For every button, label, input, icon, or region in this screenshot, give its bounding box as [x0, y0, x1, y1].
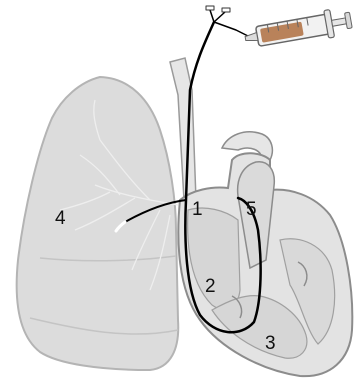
syringe-plunger	[332, 18, 347, 26]
syringe-icon	[243, 6, 353, 52]
label-1: 1	[192, 199, 203, 220]
catheter-lumen-a	[210, 10, 214, 22]
catheter-cap-b	[222, 8, 230, 12]
lung	[17, 77, 179, 370]
catheter-lumen-b	[214, 12, 225, 22]
label-2: 2	[205, 276, 216, 297]
catheter-lumen-c	[214, 22, 248, 36]
catheter-cap-a	[206, 6, 214, 10]
label-4: 4	[55, 208, 66, 229]
label-3: 3	[265, 333, 276, 354]
syringe-tip	[245, 33, 258, 43]
label-5: 5	[246, 199, 257, 220]
syringe-plunger-head	[345, 12, 353, 29]
